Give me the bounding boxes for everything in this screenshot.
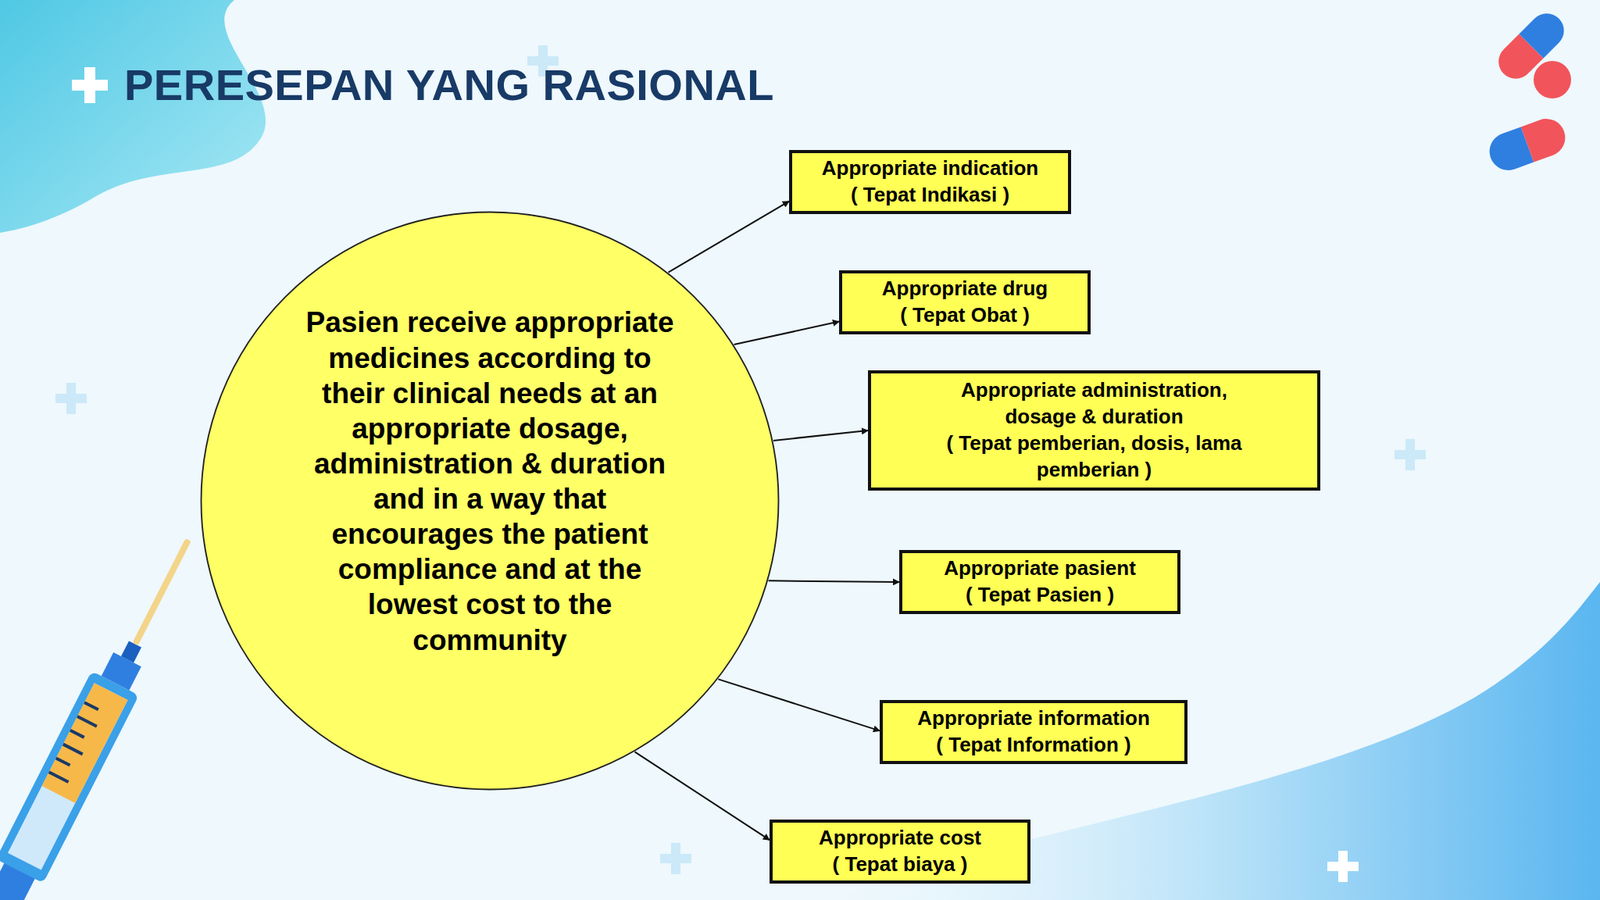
criteria-box: Appropriate cost( Tepat biaya ) (769, 819, 1031, 884)
arrow-connector (734, 321, 840, 346)
criteria-box: Appropriate pasient( Tepat Pasien ) (899, 550, 1181, 615)
criteria-box: Appropriate administration, dosage & dur… (867, 370, 1321, 491)
arrow-connector (635, 751, 771, 840)
criteria-box: Appropriate information( Tepat Informati… (879, 700, 1188, 765)
arrow-connector (717, 678, 880, 731)
criteria-box: Appropriate drug( Tepat Obat ) (839, 270, 1091, 335)
box-translation: ( Tepat biaya ) (832, 851, 968, 879)
box-translation: ( Tepat Pasien ) (965, 582, 1115, 609)
plus-marks (55, 45, 1426, 883)
arrow-connector (667, 201, 790, 273)
goal-circle: Pasien receive appropriate medicines acc… (200, 210, 780, 791)
box-translation: ( Tepat Indikasi ) (850, 182, 1010, 209)
criteria-box: Appropriate indication( Tepat Indikasi ) (789, 150, 1072, 215)
syringe-illustration (0, 527, 212, 900)
box-translation: ( Tepat Information ) (935, 732, 1131, 759)
circle-text: Pasien receive appropriate medicines acc… (294, 304, 686, 658)
box-heading: Appropriate drug (882, 275, 1048, 303)
box-translation: ( Tepat pemberian, dosis, lama pemberian… (925, 430, 1263, 484)
slide-title: PERESEPAN YANG RASIONAL (124, 59, 775, 111)
box-heading: Appropriate administration, dosage & dur… (925, 377, 1263, 431)
box-heading: Appropriate pasient (943, 555, 1136, 583)
arrow-connector (773, 430, 868, 441)
corner-blob (0, 0, 266, 233)
box-heading: Appropriate information (917, 705, 1150, 733)
arrow-connector (768, 580, 900, 583)
pill-icons (1484, 6, 1572, 176)
box-translation: ( Tepat Obat ) (900, 302, 1030, 329)
box-heading: Appropriate cost (818, 825, 982, 852)
box-heading: Appropriate indication (821, 155, 1039, 183)
